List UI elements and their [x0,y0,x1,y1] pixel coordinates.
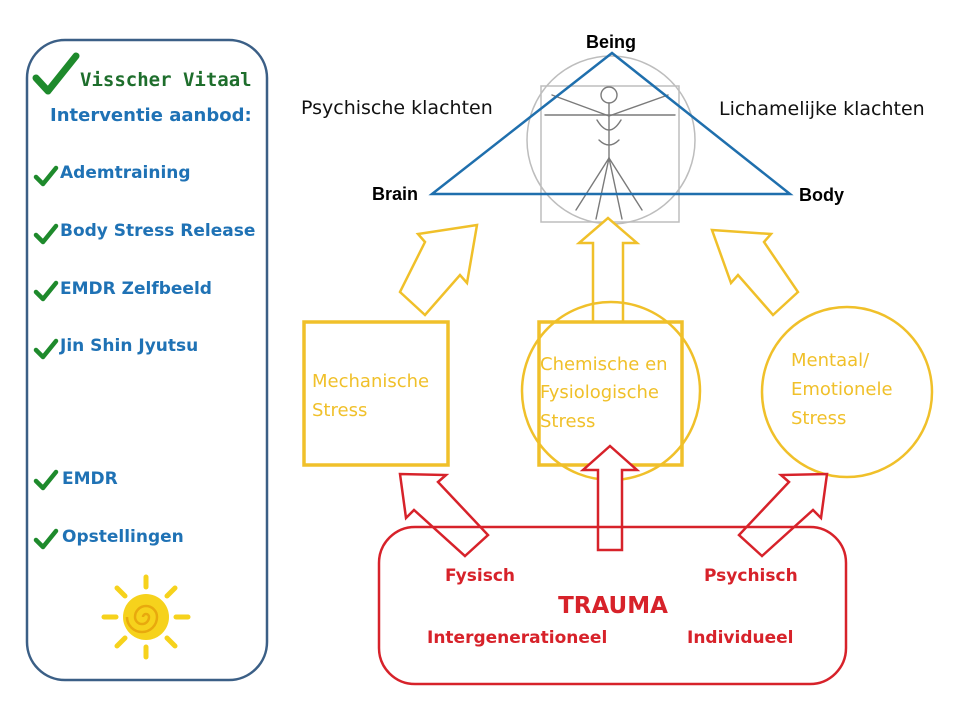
vitruvian-man-image [526,55,696,225]
intervention-item: EMDR [62,469,118,489]
chemical-stress-label: Chemische en [540,354,668,375]
arrow-to-being [575,216,641,324]
check-icon [33,338,59,360]
physical-trauma-label: Fysisch [445,566,515,586]
check-icon [32,52,80,95]
arrow-to-mental-stress [737,472,829,558]
intervention-item: Body Stress Release [60,221,255,241]
intervention-item: Ademtraining [60,163,191,183]
panel-subtitle: Interventie aanbod: [50,105,252,126]
arrow-to-body [710,228,800,317]
mental-stress-label: Emotionele [791,379,893,400]
being-brain-body-triangle [428,51,794,196]
trauma-box [377,525,848,686]
arrow-to-brain [398,223,479,317]
intervention-panel: Visscher Vitaal Interventie aanbod: Adem… [25,38,269,682]
brand-title: Visscher Vitaal [80,69,252,91]
psychic-complaints-label: Psychische klachten [301,97,493,119]
check-icon [33,223,59,245]
check-icon [33,528,59,550]
chemical-stress-label: Stress [540,411,595,432]
intervention-item: EMDR Zelfbeeld [60,279,212,299]
arrow-to-chemical-stress [579,444,641,552]
brain-label: Brain [372,184,418,204]
check-icon [33,469,59,491]
arrow-to-mechanical-stress [398,472,490,558]
panel-border [25,38,269,682]
mechanical-stress-label: Stress [312,400,367,421]
check-icon [33,165,59,187]
mental-stress-circle [760,305,934,479]
psychic-trauma-label: Psychisch [704,566,798,586]
being-label: Being [586,32,636,52]
chemical-stress-label: Fysiologische [540,382,659,403]
individual-trauma-label: Individueel [687,628,794,648]
mechanical-stress-box [302,320,450,467]
intervention-item: Jin Shin Jyutsu [59,336,198,356]
check-icon [33,280,59,302]
physical-complaints-label: Lichamelijke klachten [719,98,925,120]
intergenerational-trauma-label: Intergenerationeel [427,628,607,648]
body-label: Body [799,185,844,205]
mental-stress-label: Mentaal/ [791,350,870,371]
sun-icon [101,574,191,660]
mental-stress-label: Stress [791,408,846,429]
trauma-title: TRAUMA [558,593,668,619]
mechanical-stress-label: Mechanische [312,371,429,392]
intervention-item: Opstellingen [62,527,184,547]
